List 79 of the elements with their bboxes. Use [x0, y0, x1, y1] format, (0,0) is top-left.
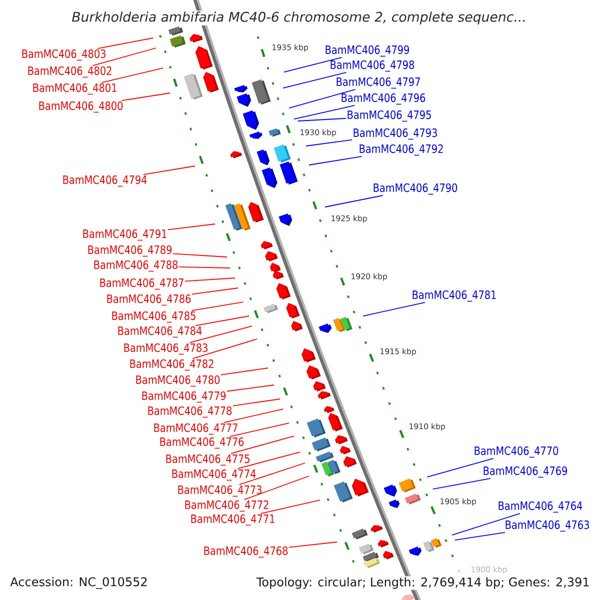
leader-line [426, 458, 494, 478]
leader-line [288, 542, 338, 548]
leader-line [324, 194, 384, 208]
leader-line [260, 500, 320, 514]
leader-line [101, 68, 164, 84]
gene-label: BamMC406_4799 [326, 45, 409, 57]
leader-line [294, 104, 356, 120]
leader-line [142, 166, 196, 176]
gene-label: BamMC406_4769 [484, 466, 567, 478]
gene-label: BamMC406_4789 [88, 245, 172, 257]
gene-label: BamMC406_4788 [94, 260, 178, 272]
gene-label: BamMC406_4795 [348, 110, 431, 122]
leader-line [172, 253, 228, 258]
gene-label: BamMC406_4787 [100, 278, 184, 290]
gene-label: BamMC406_4796 [342, 93, 426, 105]
gene-label: BamMC406_4771 [191, 514, 274, 526]
leader-line [168, 224, 216, 230]
gene-label: BamMC406_4791 [83, 229, 166, 241]
leader-line [192, 302, 244, 312]
leader-line [192, 338, 258, 360]
gene-label: BamMC406_4776 [160, 437, 244, 449]
leader-line [288, 88, 356, 108]
leader-line [284, 56, 342, 72]
leader-line [92, 48, 156, 66]
leader-line [282, 72, 347, 88]
gene-label: BamMC406_4786 [107, 294, 191, 306]
leader-line [298, 118, 346, 122]
gene-label: BamMC406_4801 [33, 83, 116, 95]
gene-label: BamMC406_4798 [330, 60, 414, 72]
leader-line [229, 422, 290, 438]
gene-label: BamMC406_4780 [136, 375, 220, 387]
gene-label: BamMC406_4802 [28, 66, 112, 78]
leader-line [184, 278, 236, 282]
leader-line [452, 512, 520, 536]
gene-label: BamMC406_4793 [354, 128, 437, 140]
leader-line [121, 92, 170, 102]
gene-label: BamMC406_4778 [148, 406, 232, 418]
leader-line [432, 478, 491, 490]
gene-label: BamMC406_4781 [412, 290, 496, 302]
leader-line [189, 326, 252, 344]
leader-line [237, 452, 300, 470]
footer-text: Topology: circular; Length: 2,769,414 bp; Genes: 2,391 [255, 576, 591, 590]
leader-line [226, 384, 274, 392]
gene-label: BamMC406_4800 [39, 101, 123, 113]
gene-label: BamMC406_4790 [374, 183, 458, 195]
leader-line [306, 139, 352, 146]
leader-line [308, 156, 362, 166]
leader-line [238, 462, 306, 486]
gene-label: BamMC406_4784 [118, 326, 202, 338]
leader-line [454, 532, 506, 540]
gene-label: BamMC406_4782 [130, 359, 214, 371]
gene-label: BamMC406_4770 [474, 446, 558, 458]
gene-label: BamMC406_4764 [498, 501, 582, 513]
gene-label: BamMC406_4768 [204, 546, 288, 558]
leader-line [195, 316, 250, 326]
gene-label: BamMC406_4773 [178, 485, 262, 497]
gene-label: BamMC406_4779 [142, 391, 226, 403]
gene-label: BamMC406_4803 [22, 49, 106, 61]
title: Burkholderia ambifaria MC40-6 chromosome 2, complete sequenc... [70, 10, 528, 26]
gene-label: BamMC406_4774 [172, 469, 256, 481]
gene-label: BamMC406_4775 [166, 454, 250, 466]
gene-label: BamMC406_4763 [506, 520, 589, 532]
leader-line [223, 408, 284, 424]
gene-label: BamMC406_4792 [360, 144, 443, 156]
gene-label: BamMC406_4783 [124, 343, 208, 355]
footer-text: Accession: NC_010552 [9, 576, 149, 590]
gene-label: BamMC406_4794 [63, 175, 147, 187]
leader-line [97, 38, 154, 50]
leader-line [178, 266, 230, 268]
gene-label: BamMC406_4797 [336, 77, 420, 89]
gene-label: BamMC406_4772 [185, 500, 268, 512]
leader-line [192, 288, 238, 295]
leader-line [232, 398, 280, 406]
gene-label: BamMC406_4785 [112, 311, 196, 323]
leader-line [244, 476, 310, 500]
gene-label: BamMC406_4777 [154, 423, 238, 435]
leader-line [362, 302, 426, 316]
leader-line [220, 368, 268, 376]
leader-line [230, 436, 294, 454]
